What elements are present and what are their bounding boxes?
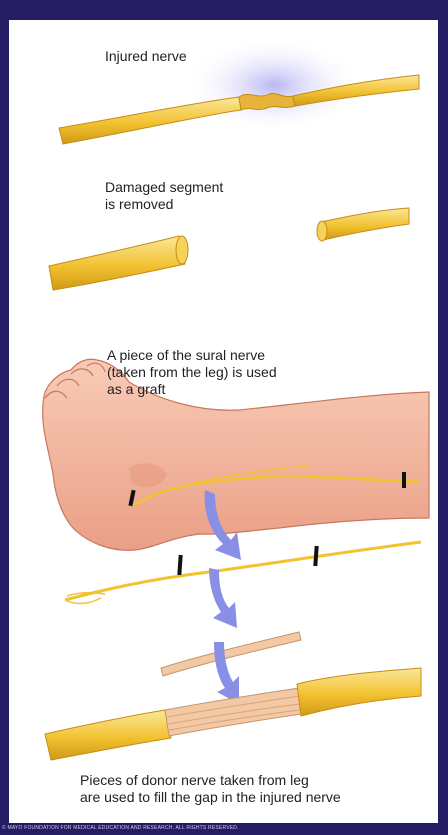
caption-injured-nerve: Injured nerve [105, 48, 187, 65]
nerve-end-left [49, 236, 185, 290]
caption-segment-removed: Damaged segment is removed [105, 179, 223, 213]
cut-mark-right [313, 546, 318, 566]
nerve-end-right-cut [317, 221, 327, 241]
nerve-end-right [321, 208, 409, 240]
repaired-nerve [45, 668, 421, 760]
graft-segment [161, 632, 301, 676]
nerve-end-left-cut [176, 236, 188, 264]
cut-mark-left [177, 555, 182, 575]
nerve-graft-illustration [9, 20, 438, 823]
repaired-nerve-right [297, 668, 421, 716]
diagram-panel: Injured nerve Damaged segment is removed… [9, 20, 438, 823]
arrow-2 [209, 568, 237, 628]
injury-glow [184, 37, 364, 133]
incision-mark-calf [402, 472, 406, 488]
repaired-nerve-left [45, 710, 171, 760]
caption-sural-nerve-graft: A piece of the sural nerve (taken from t… [107, 347, 277, 398]
caption-donor-nerve-pieces: Pieces of donor nerve taken from leg are… [80, 772, 341, 806]
harvested-sural-nerve [65, 542, 421, 604]
copyright-footer: © MAYO FOUNDATION FOR MEDICAL EDUCATION … [2, 825, 239, 831]
sural-nerve-strand [65, 542, 421, 600]
nerve-ends-separated [49, 208, 409, 290]
